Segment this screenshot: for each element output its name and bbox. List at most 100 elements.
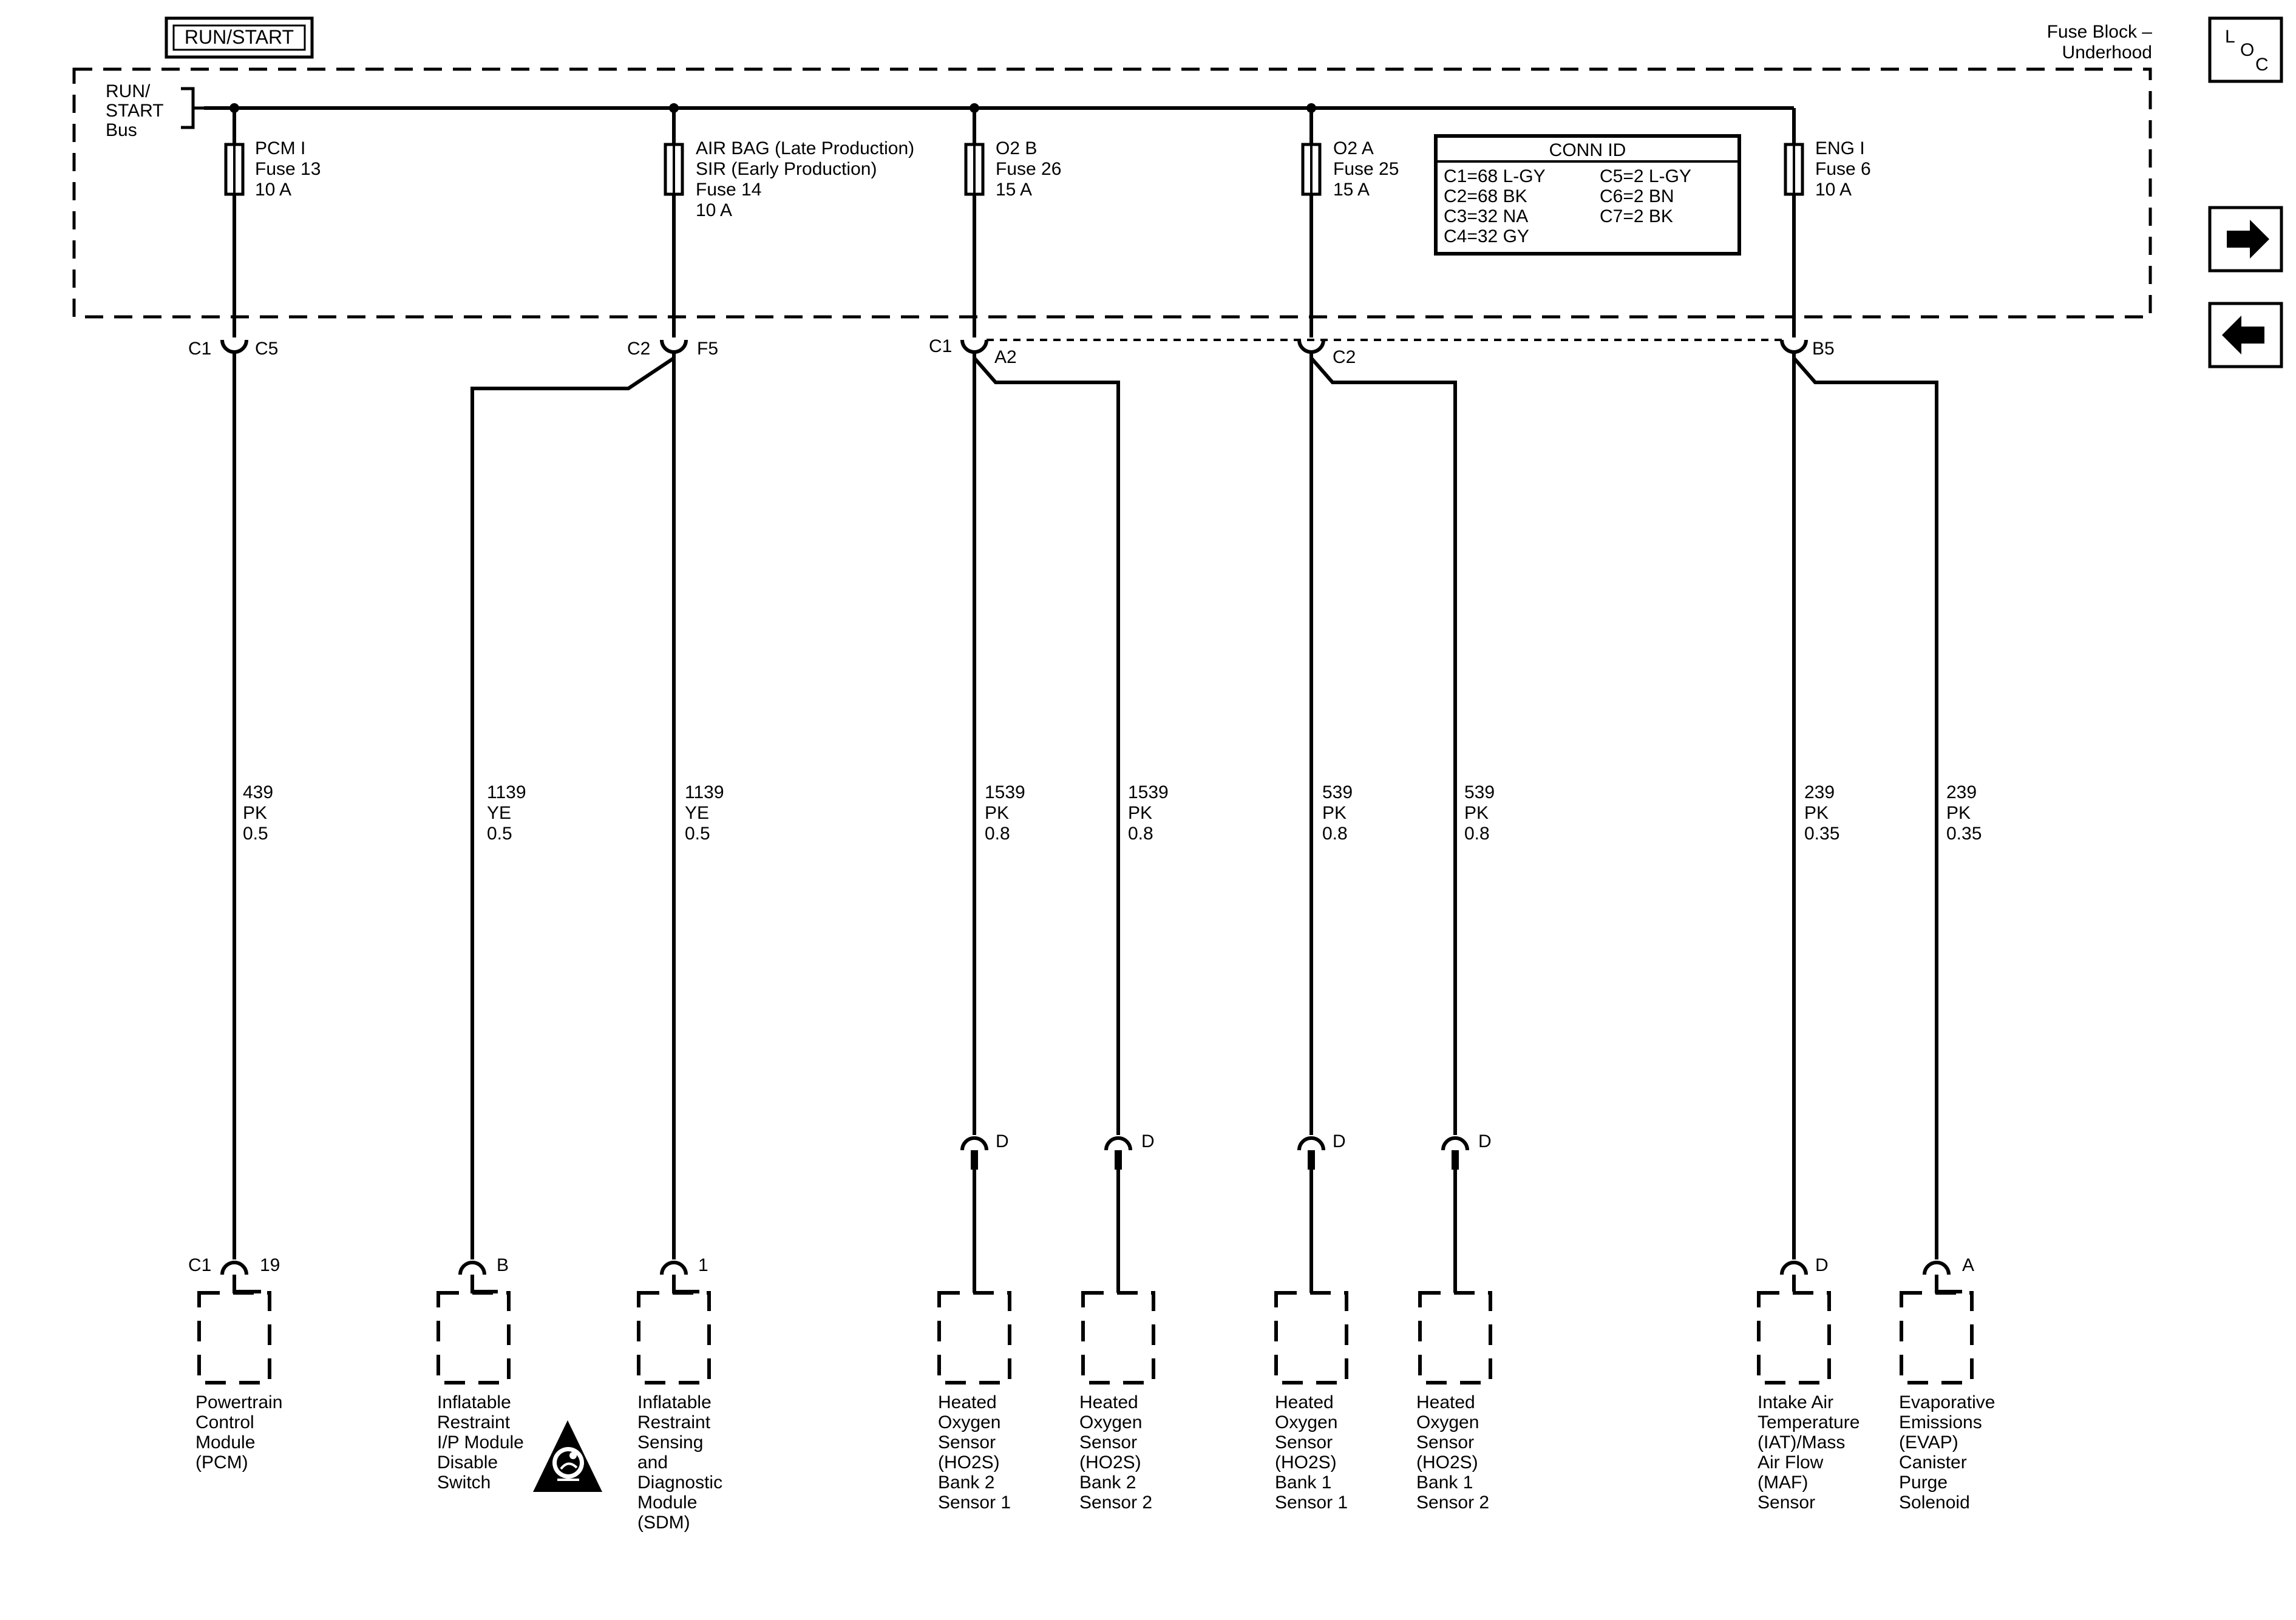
label-evap: Evaporative Emissions (EVAP) Canister Pu… <box>1899 1392 2000 1513</box>
conn-c1-label: C1 <box>188 339 211 359</box>
conn-id-right-1: C5=2 L-GY <box>1600 166 1691 186</box>
wire-7-gauge: 0.8 <box>1464 824 1490 844</box>
ho2s-b1s2-box <box>1418 1291 1492 1384</box>
bus-bracket <box>181 87 204 129</box>
fuse-o2b-rating: 15 A <box>996 180 1032 200</box>
fuse-eng-name: ENG I <box>1815 138 1865 158</box>
wire-2-gauge: 0.5 <box>487 824 512 844</box>
terminal-sdm: 1 <box>660 1255 708 1293</box>
inline-pin-3: D <box>1333 1131 1346 1151</box>
fuse-o2b-number: Fuse 26 <box>996 159 1061 179</box>
inline-conn-b1s1: D <box>1297 1131 1346 1170</box>
ho2s-b1s1-box <box>1274 1291 1348 1384</box>
wire-4-color: PK <box>985 803 1009 823</box>
power-mode-label: RUN/START <box>185 26 294 48</box>
inline-pin-4: D <box>1478 1131 1492 1151</box>
component-boxes <box>197 1291 1974 1384</box>
fuse-o2a-rating: 15 A <box>1333 180 1370 200</box>
arrow-right-icon <box>2227 220 2269 259</box>
evap-pin-label: A <box>1962 1255 1974 1275</box>
wire-539-b1s2 <box>1309 357 1457 1135</box>
label-sdm: Inflatable Restraint Sensing and Diagnos… <box>637 1392 727 1533</box>
terminal-switch: B <box>458 1255 509 1293</box>
label-ho2s-b2s1: Heated Oxygen Sensor (HO2S) Bank 2 Senso… <box>938 1392 1011 1513</box>
ho2s-b2s2-box <box>1081 1291 1155 1384</box>
conn-id-left-4: C4=32 GY <box>1444 226 1529 246</box>
wire-4-gauge: 0.8 <box>985 824 1010 844</box>
wire-6-gauge: 0.8 <box>1322 824 1348 844</box>
label-iat-maf: Intake Air Temperature (IAT)/Mass Air Fl… <box>1758 1392 1865 1513</box>
wire-7-circuit: 539 <box>1464 782 1495 802</box>
fuse-airbag-name2: SIR (Early Production) <box>696 159 877 179</box>
wire-3-gauge: 0.5 <box>685 824 710 844</box>
label-ho2s-b1s1: Heated Oxygen Sensor (HO2S) Bank 1 Senso… <box>1275 1392 1348 1513</box>
fuse-block-subtitle: Underhood <box>2062 42 2152 63</box>
wire-2-color: YE <box>487 803 511 823</box>
connector-c1-a2: C1 A2 <box>929 336 1017 367</box>
sdm-box <box>637 1291 711 1384</box>
ho2s-b2s1-box <box>937 1291 1011 1384</box>
label-ho2s-b1s2: Heated Oxygen Sensor (HO2S) Bank 1 Senso… <box>1416 1392 1489 1513</box>
conn-id-title: CONN ID <box>1549 140 1626 160</box>
iat-maf-box <box>1757 1291 1831 1384</box>
arrow-left-icon <box>2222 316 2264 354</box>
wire-1-circuit: 439 <box>243 782 273 802</box>
fuse-o2a-number: Fuse 25 <box>1333 159 1399 179</box>
conn-id-table: CONN ID C1=68 L-GY C2=68 BK C3=32 NA C4=… <box>1434 134 1741 256</box>
loc-button[interactable]: L O C <box>2208 16 2283 83</box>
loc-letter-c: C <box>2255 55 2269 75</box>
wire-8-gauge: 0.35 <box>1804 824 1839 844</box>
fuse-pcm-rating: 10 A <box>255 180 291 200</box>
wire-5-color: PK <box>1128 803 1152 823</box>
wire-5-gauge: 0.8 <box>1128 824 1153 844</box>
wire-3-circuit: 1139 <box>685 782 724 802</box>
wire-3-color: YE <box>685 803 709 823</box>
wire-1-gauge: 0.5 <box>243 824 268 844</box>
switch-pin-label: B <box>497 1255 509 1275</box>
wire-9-circuit: 239 <box>1946 782 1977 802</box>
previous-page-button[interactable] <box>2208 302 2283 368</box>
inline-conn-b2s2: D <box>1104 1131 1155 1170</box>
conn-c1b-label: C1 <box>929 336 952 356</box>
wire-8-color: PK <box>1804 803 1829 823</box>
fuse-eng-number: Fuse 6 <box>1815 159 1871 179</box>
pcm-pin-label: 19 <box>260 1255 280 1275</box>
wire-9-color: PK <box>1946 803 1971 823</box>
fuse-block-title: Fuse Block – <box>2047 22 2153 42</box>
conn-id-left-3: C3=32 NA <box>1444 206 1528 226</box>
wire-9-gauge: 0.35 <box>1946 824 1982 844</box>
fuse-airbag-rating: 10 A <box>696 200 732 220</box>
fuse-block-outline <box>72 67 2152 319</box>
wire-2-circuit: 1139 <box>487 782 526 802</box>
pcm-connector-label: C1 <box>188 1255 211 1275</box>
switch-box <box>436 1291 511 1384</box>
wire-1539-b2s2 <box>973 357 1120 1135</box>
fuse-eng: ENG I Fuse 6 10 A <box>1784 138 1871 200</box>
wire-labels: 439 PK 0.5 1139 YE 0.5 1139 YE 0.5 1539 … <box>243 782 1982 844</box>
conn-c5-label: C5 <box>255 339 278 359</box>
next-page-button[interactable] <box>2208 206 2283 273</box>
fuse-o2b: O2 B Fuse 26 15 A <box>964 108 1061 200</box>
wire-1-color: PK <box>243 803 267 823</box>
fuse-eng-rating: 10 A <box>1815 180 1852 200</box>
sdm-pin-label: 1 <box>698 1255 708 1275</box>
label-ho2s-b2s2: Heated Oxygen Sensor (HO2S) Bank 2 Senso… <box>1079 1392 1152 1513</box>
wire-5-circuit: 1539 <box>1128 782 1169 802</box>
wire-4-circuit: 1539 <box>985 782 1025 802</box>
conn-id-left-1: C1=68 L-GY <box>1444 166 1546 186</box>
inline-pin-1: D <box>996 1131 1009 1151</box>
loc-letter-l: L <box>2225 27 2235 47</box>
bus-label-3: Bus <box>106 120 137 140</box>
label-switch: Inflatable Restraint I/P Module Disable … <box>437 1392 529 1493</box>
connector-c2-f5: C2 F5 <box>627 339 718 359</box>
iat-pin-label: D <box>1815 1255 1829 1275</box>
fuse-airbag-name: AIR BAG (Late Production) <box>696 138 914 158</box>
fuse-o2b-name: O2 B <box>996 138 1037 158</box>
wire-6-color: PK <box>1322 803 1347 823</box>
conn-id-right-2: C6=2 BN <box>1600 186 1674 206</box>
wire-6-circuit: 539 <box>1322 782 1353 802</box>
fuse-pcm: PCM I Fuse 13 10 A <box>224 108 321 200</box>
fuse-airbag-number: Fuse 14 <box>696 180 761 200</box>
